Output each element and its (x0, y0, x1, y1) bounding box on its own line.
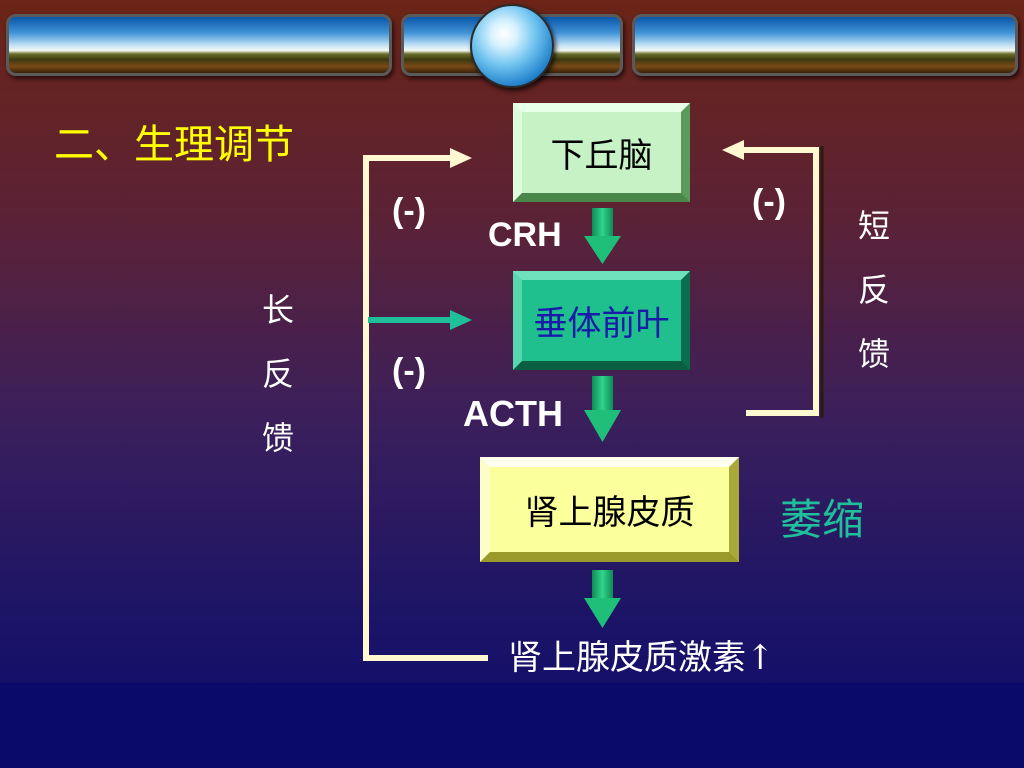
long-feedback-char-3: 馈 (261, 419, 294, 457)
slide-title: 二、生理调节 (54, 122, 294, 168)
hypothalamus-box: 下丘脑 (513, 103, 690, 202)
anterior-pituitary-label: 垂体前叶 (533, 304, 670, 344)
long-feedback-pituitary-arrowhead (450, 310, 472, 330)
adrenal-cortex-box: 肾上腺皮质 (480, 457, 739, 562)
landscape-banner-right (632, 14, 1018, 76)
hypothalamus-label: 下丘脑 (550, 136, 653, 176)
atrophy-label: 萎缩 (780, 495, 865, 544)
short-feedback-char-3: 馈 (857, 335, 890, 373)
arrow-hyp-to-pit (584, 208, 621, 264)
negative-label-long-upper: (-) (392, 192, 426, 230)
crh-label: CRH (488, 216, 562, 254)
negative-label-short: (-) (752, 183, 786, 221)
short-feedback-line (742, 147, 819, 416)
arrow-adr-to-hormone (584, 570, 621, 628)
negative-label-long-lower: (-) (392, 352, 426, 390)
long-feedback-line (363, 155, 488, 661)
short-feedback-arrowhead (722, 140, 744, 160)
adrenal-cortex-label: 肾上腺皮质 (524, 493, 695, 533)
anterior-pituitary-box: 垂体前叶 (513, 271, 690, 370)
short-feedback-char-1: 短 (857, 207, 890, 245)
long-feedback-arrowhead (450, 148, 472, 168)
globe-ornament (470, 4, 554, 88)
short-feedback-char-2: 反 (857, 271, 890, 309)
output-hormone-label: 肾上腺皮质激素↑ (508, 638, 775, 678)
long-feedback-char-2: 反 (261, 355, 294, 393)
arrow-pit-to-adr (584, 376, 621, 442)
short-feedback-text: 短 反 馈 (854, 194, 894, 386)
acth-label: ACTH (463, 393, 563, 434)
long-feedback-char-1: 长 (261, 291, 294, 329)
landscape-banner-left (6, 14, 392, 76)
bottom-band (0, 683, 1024, 768)
long-feedback-text: 长 反 馈 (258, 278, 298, 470)
long-feedback-loop (363, 155, 488, 661)
